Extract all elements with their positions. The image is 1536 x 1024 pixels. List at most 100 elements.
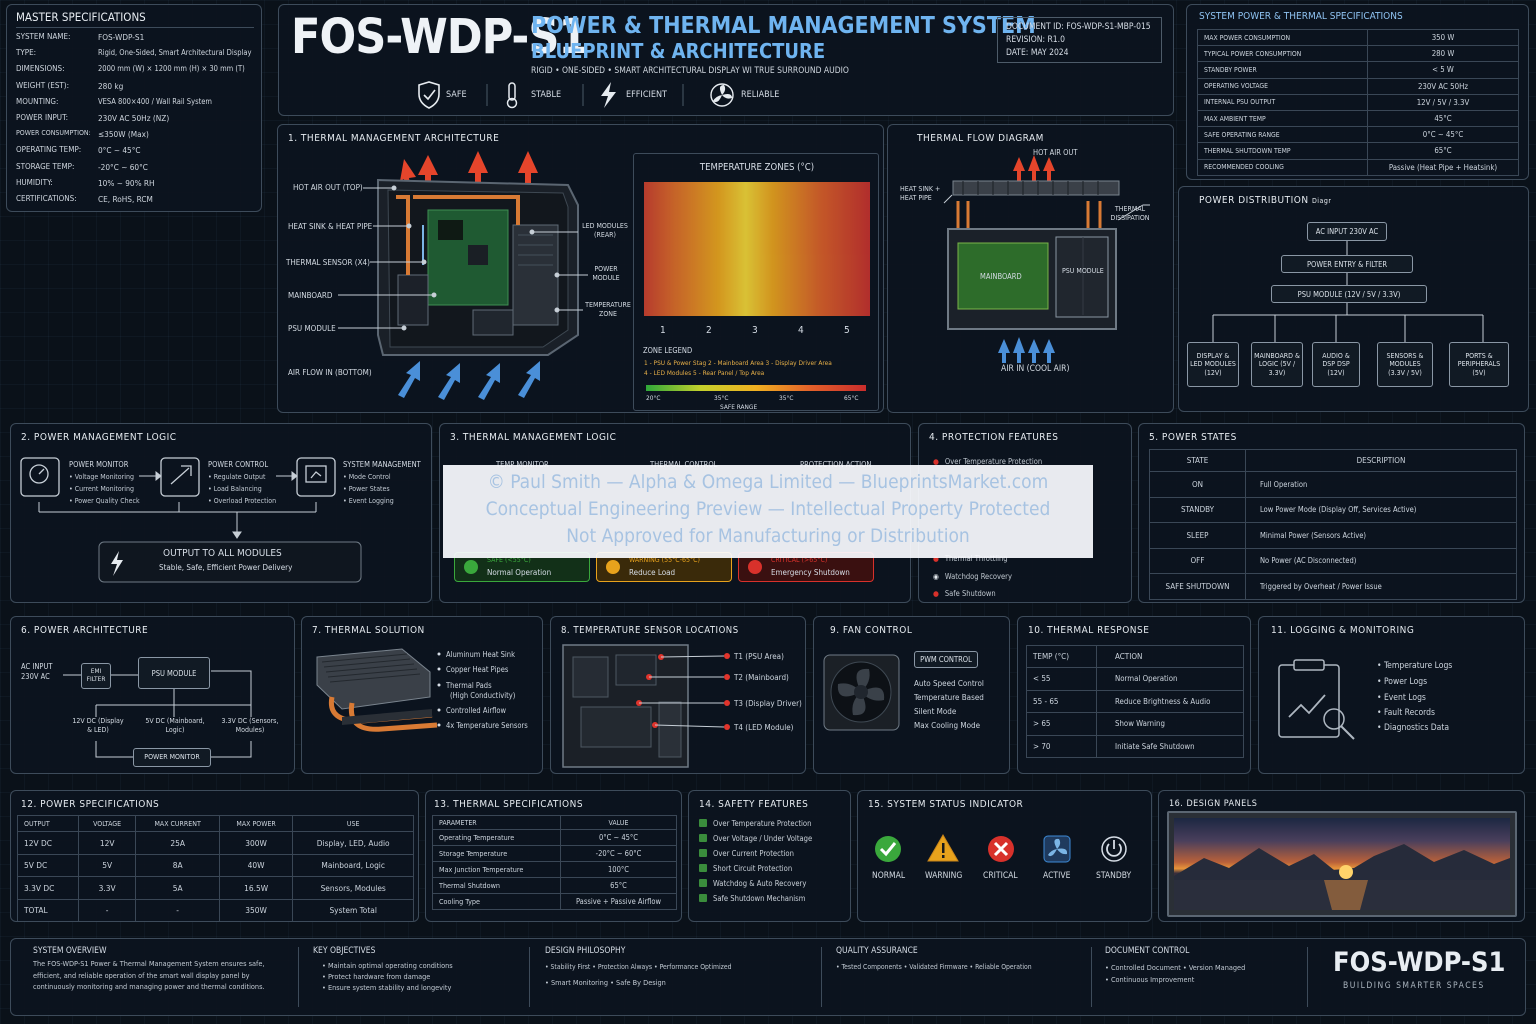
protection-item-2: ◉Watchdog Recovery xyxy=(933,572,1012,581)
power-dist-title-text: POWER DISTRIBUTION xyxy=(1199,195,1309,206)
ps-desc: No Power (AC Disconnected) xyxy=(1245,547,1517,574)
safety-title: 14. SAFETY FEATURES xyxy=(699,799,809,810)
sysspec-key: SAFE OPERATING RANGE xyxy=(1197,126,1368,144)
fan-item-2: Silent Mode xyxy=(914,707,957,716)
pspec-cell: TOTAL xyxy=(17,898,79,921)
objective-1: • Protect hardware from damage xyxy=(322,972,431,981)
scale-35c-b: 35°C xyxy=(779,394,794,402)
checkbox-icon xyxy=(699,894,707,902)
zone-number: 4 xyxy=(798,325,804,336)
ps-desc: Minimal Power (Sensors Active) xyxy=(1245,522,1517,549)
checkbox-icon xyxy=(699,834,707,842)
fan-item-3: Max Cooling Mode xyxy=(914,721,981,730)
power-arch-title: 6. POWER ARCHITECTURE xyxy=(21,625,149,636)
table-row: STANDBY POWER< 5 W xyxy=(1197,61,1519,79)
doc-info: DOCUMENT ID: FOS-WDP-S1-MBP-015 REVISION… xyxy=(997,17,1162,63)
watermark-line-2: Conceptual Engineering Preview — Intelle… xyxy=(485,498,1051,520)
fan-icon xyxy=(1043,835,1071,863)
log-item-0: • Temperature Logs xyxy=(1377,661,1453,671)
pd-output-box: SENSORS & MODULES (3.3V / 5V) xyxy=(1377,342,1433,387)
ts-item-3: (High Conductivity) xyxy=(450,691,516,700)
sysspec-value: Passive (Heat Pipe + Heatsink) xyxy=(1367,158,1519,176)
sysspec-value: 0°C ~ 45°C xyxy=(1367,126,1519,144)
pspec-cell: 350W xyxy=(218,898,294,921)
pspec-cell: 25A xyxy=(135,831,220,855)
pm-output-sub: Stable, Safe, Efficient Power Delivery xyxy=(159,563,293,572)
pm-col-item: • Regulate Output xyxy=(208,473,266,481)
checkbox-icon xyxy=(699,819,707,827)
power-icon xyxy=(1101,836,1127,862)
master-key: OPERATING TEMP: xyxy=(16,145,82,155)
zone-number: 3 xyxy=(752,325,758,336)
power-spec-title: 12. POWER SPECIFICATIONS xyxy=(21,799,160,810)
pm-logic-title: 2. POWER MANAGEMENT LOGIC xyxy=(21,432,177,443)
safety-text: Watchdog & Auto Recovery xyxy=(713,879,807,888)
master-title: MASTER SPECIFICATIONS xyxy=(16,10,146,24)
zone-legend-2: 4 - LED Modules 5 - Rear Panel / Top Are… xyxy=(644,369,765,377)
log-item-2: • Event Logs xyxy=(1377,693,1426,703)
safety-item: Watchdog & Auto Recovery xyxy=(699,879,806,888)
product-code: FOS-WDP-S1 xyxy=(291,9,588,65)
pa-power-monitor: POWER MONITOR xyxy=(133,748,211,767)
master-value: Rigid, One-Sided, Smart Architectural Di… xyxy=(98,48,252,58)
tspec-value: Passive + Passive Airflow xyxy=(560,893,677,910)
resp-temp: > 70 xyxy=(1026,734,1097,758)
pspec-cell: 5V xyxy=(77,853,137,877)
pspec-cell: Sensors, Modules xyxy=(292,876,414,900)
doc-revision: REVISION: R1.0 xyxy=(1006,35,1065,45)
power-management-logic: 2. POWER MANAGEMENT LOGIC POWER MONITOR•… xyxy=(10,423,432,603)
power-architecture: 6. POWER ARCHITECTURE AC INPUT 230V AC E… xyxy=(10,616,295,774)
ts-item-5: 4x Temperature Sensors xyxy=(446,721,528,730)
power-dist-title-suffix: Diagr xyxy=(1311,197,1332,205)
pspec-head: MAX POWER xyxy=(218,815,294,832)
pm-col-head: SYSTEM MANAGEMENT xyxy=(343,460,421,469)
badge-safe: SAFE xyxy=(446,90,467,100)
status-title: 15. SYSTEM STATUS INDICATOR xyxy=(868,799,1024,810)
master-key: POWER INPUT: xyxy=(16,113,69,122)
design-title: DESIGN PHILOSOPHY xyxy=(545,946,626,956)
sensor-t2: T2 (Mainboard) xyxy=(734,673,789,682)
fan-icon xyxy=(837,668,885,716)
design-line-2: • Smart Monitoring • Safe By Design xyxy=(545,978,666,987)
tspec-value: 0°C ~ 45°C xyxy=(560,829,677,846)
protection-item-0: ●Over Temperature Protection xyxy=(933,457,1042,466)
doc-control-title: DOCUMENT CONTROL xyxy=(1105,946,1190,956)
power-distribution-panel: POWER DISTRIBUTION Diagr AC INPUT 230V A… xyxy=(1178,186,1529,412)
flame-icon: ● xyxy=(933,457,939,466)
pwm-control-box: PWM CONTROL xyxy=(914,651,978,668)
qa-title: QUALITY ASSURANCE xyxy=(836,946,918,956)
ps-head-state: STATE xyxy=(1149,449,1246,472)
sysspec-key: MAX POWER CONSUMPTION xyxy=(1197,28,1368,47)
thermal-flow-title: THERMAL FLOW DIAGRAM xyxy=(917,133,1044,144)
header-title: POWER & THERMAL MANAGEMENT SYSTEM xyxy=(531,13,1036,39)
logging-title: 11. LOGGING & MONITORING xyxy=(1271,625,1415,636)
tm-state-title: SAFE (<55°C) xyxy=(487,556,531,564)
doc-id: DOCUMENT ID: FOS-WDP-S1-MBP-015 xyxy=(1006,22,1151,32)
resp-action: Initiate Safe Shutdown xyxy=(1096,734,1244,758)
gauge-icon xyxy=(29,464,49,484)
pd-output-box: AUDIO & DSP DSP (12V) xyxy=(1312,342,1360,387)
ps-state: SAFE SHUTDOWN xyxy=(1149,573,1246,600)
scale-65c: 65°C xyxy=(844,394,859,402)
checkbox-icon xyxy=(699,864,707,872)
badge-stable: STABLE xyxy=(531,90,562,100)
zone-legend-1: 1 - PSU & Power Stag 2 - Mainboard Area … xyxy=(644,359,832,367)
resp-temp: < 55 xyxy=(1026,667,1097,691)
pspec-cell: - xyxy=(135,898,220,921)
ps-desc: Full Operation xyxy=(1245,471,1517,498)
panel-enclosure xyxy=(377,178,579,356)
zone-number: 5 xyxy=(844,325,850,336)
ps-state: SLEEP xyxy=(1149,522,1246,549)
master-value: 10% ~ 90% RH xyxy=(98,177,155,188)
pspec-cell: 12V DC xyxy=(17,831,79,855)
sysspec-key: STANDBY POWER xyxy=(1197,61,1368,79)
resp-temp: > 65 xyxy=(1026,712,1097,736)
